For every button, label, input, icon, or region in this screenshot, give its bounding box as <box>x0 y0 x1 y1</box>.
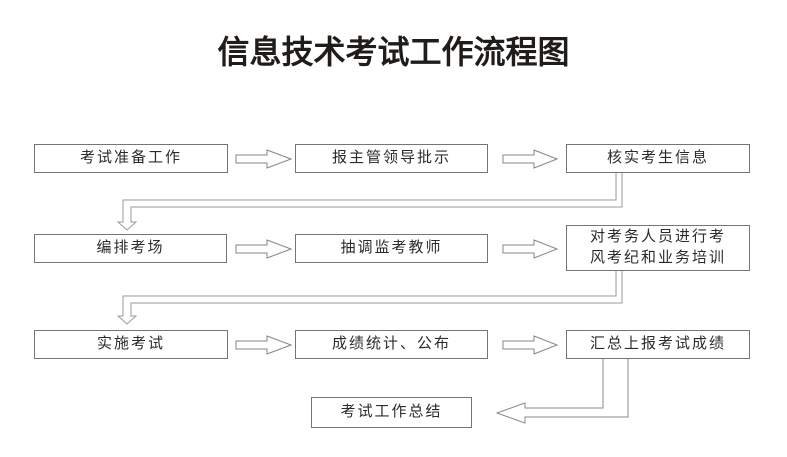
flow-box-exam-preparation: 考试准备工作 <box>34 144 228 173</box>
right-block-arrow-6 <box>502 335 559 355</box>
flow-box-label: 对考务人员进行考 风考纪和业务培训 <box>589 229 726 266</box>
flow-box-arrange-exam-rooms: 编排考场 <box>34 234 227 263</box>
flow-box-conduct-exam: 实施考试 <box>34 330 228 359</box>
diagram-title: 信息技术考试工作流程图 <box>217 34 570 70</box>
flow-box-label: 汇总上报考试成绩 <box>589 336 726 352</box>
flow-box-label: 抽调监考教师 <box>340 240 443 256</box>
flow-box-label: 考试准备工作 <box>79 150 182 166</box>
right-block-arrow-1 <box>235 149 293 169</box>
flow-box-verify-candidate-info: 核实考生信息 <box>566 144 750 173</box>
elbow-connector-to-summary <box>495 359 629 424</box>
right-block-arrow-2 <box>502 149 559 169</box>
flow-box-assign-invigilators: 抽调监考教师 <box>295 234 488 263</box>
flow-box-score-statistics-publish: 成绩统计、公布 <box>295 330 488 359</box>
flow-box-label: 核实考生信息 <box>606 150 709 166</box>
flow-box-label: 实施考试 <box>96 336 165 352</box>
right-block-arrow-5 <box>235 335 293 355</box>
flow-box-label: 报主管领导批示 <box>331 150 451 166</box>
elbow-connector-row1-to-row2 <box>116 173 623 231</box>
flow-box-report-exam-results: 汇总上报考试成绩 <box>566 330 750 359</box>
right-block-arrow-3 <box>235 239 293 259</box>
flow-box-label: 成绩统计、公布 <box>331 336 451 352</box>
flow-box-label: 考试工作总结 <box>340 404 443 420</box>
flow-box-report-to-leaders: 报主管领导批示 <box>295 144 488 173</box>
flow-box-exam-work-summary: 考试工作总结 <box>311 397 472 428</box>
flow-box-label: 编排考场 <box>96 240 165 256</box>
elbow-connector-row2-to-row3 <box>116 271 623 325</box>
flow-box-staff-training: 对考务人员进行考 风考纪和业务培训 <box>566 225 750 271</box>
right-block-arrow-4 <box>502 239 559 259</box>
